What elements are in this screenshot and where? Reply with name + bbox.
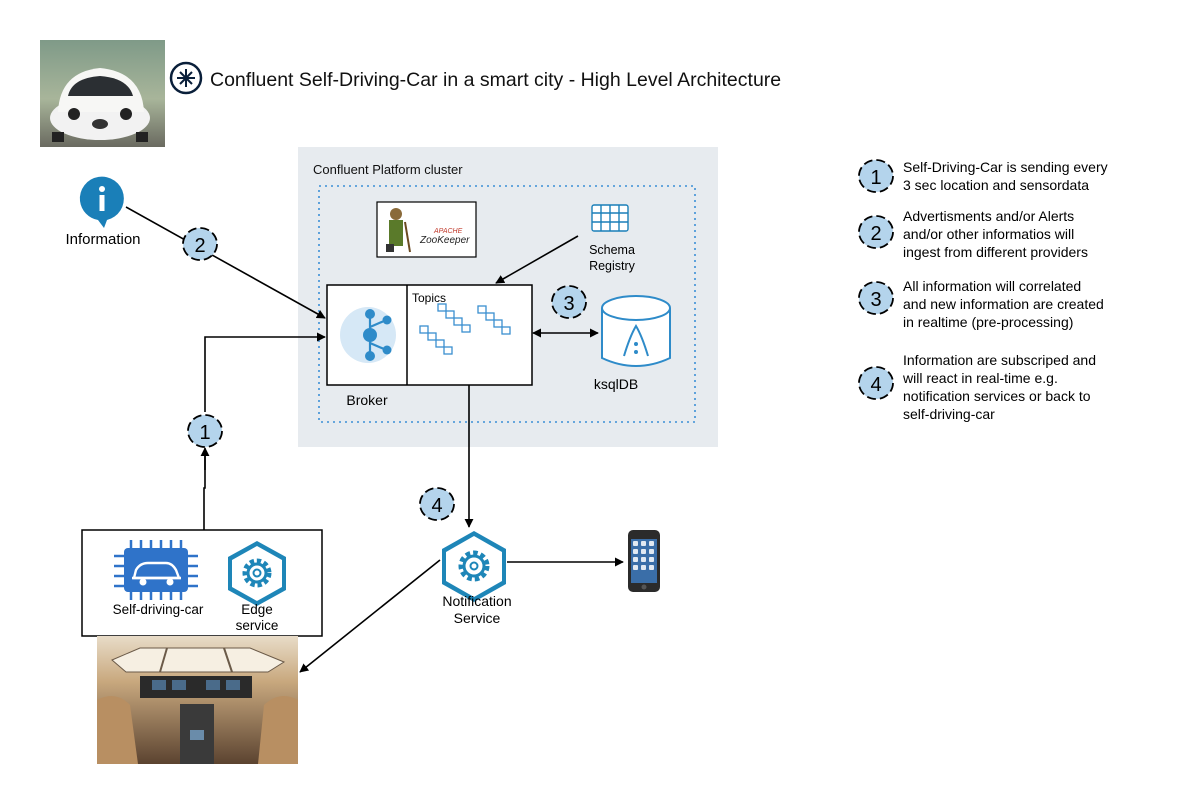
edge-gear-icon [228, 541, 286, 606]
information-source: Information [65, 176, 141, 248]
schema-registry: Schema Registry [589, 204, 636, 273]
kafka-icon [340, 307, 396, 363]
svg-text:1: 1 [199, 422, 210, 444]
svg-text:3: 3 [563, 293, 574, 315]
page-title: Confluent Self-Driving-Car in a smart ci… [210, 69, 781, 91]
legend-2-line-3: ingest from different providers [903, 244, 1088, 260]
ksqldb-label: ksqlDB [594, 376, 638, 392]
car-photo [40, 40, 165, 147]
legend-1-line-1: Self-Driving-Car is sending every [903, 159, 1108, 175]
legend: 1 Self-Driving-Car is sending every 3 se… [858, 159, 1108, 422]
notification-service: Notification Service [442, 531, 512, 626]
information-label: Information [65, 231, 140, 248]
topic-partitions-icon [419, 303, 511, 355]
car-edge-box: Self-driving-car Edge service [81, 529, 323, 637]
legend-4-line-4: self-driving-car [903, 406, 995, 422]
cockpit-photo [97, 636, 298, 764]
database-cylinder-icon [601, 295, 671, 367]
zookeeper-logo: APACHE ZooKeeper [376, 201, 477, 258]
legend-4-line-1: Information are subscriped and [903, 352, 1096, 368]
svg-text:4: 4 [870, 374, 881, 396]
schema-registry-line2: Registry [589, 259, 636, 273]
arrow-information-to-broker [125, 206, 326, 319]
arrow-schema-to-topics [495, 235, 579, 284]
car-label: Self-driving-car [113, 602, 204, 617]
edge-label-line1: Edge [241, 602, 273, 617]
cluster-label: Confluent Platform cluster [313, 162, 463, 177]
broker-box: Topics Broker [326, 284, 533, 408]
badge-4: 4 [419, 487, 455, 521]
schema-registry-line1: Schema [589, 243, 635, 257]
legend-3-line-2: and new information are created [903, 296, 1104, 312]
arrow-notification-to-cockpit [299, 559, 441, 673]
legend-item-3: 3 All information will correlated and ne… [858, 278, 1104, 330]
legend-2-line-2: and/or other informatios will [903, 226, 1074, 242]
notification-gear-icon [442, 531, 506, 602]
zookeeper-brand: APACHE [433, 228, 463, 235]
legend-item-4: 4 Information are subscriped and will re… [858, 352, 1096, 422]
ksqldb: ksqlDB [594, 295, 671, 392]
legend-3-line-3: in realtime (pre-processing) [903, 314, 1073, 330]
notification-line1: Notification [442, 593, 511, 609]
legend-4-line-2: will react in real-time e.g. [902, 370, 1058, 386]
legend-4-line-3: notification services or back to [903, 388, 1091, 404]
svg-text:2: 2 [194, 235, 205, 257]
confluent-logo [169, 61, 203, 95]
car-chip-icon [114, 540, 198, 600]
table-grid-icon [591, 204, 629, 232]
topics-label: Topics [412, 291, 446, 305]
info-icon [79, 176, 124, 228]
legend-2-line-1: Advertisments and/or Alerts [903, 208, 1074, 224]
badge-1: 1 [187, 414, 223, 448]
legend-3-line-1: All information will correlated [903, 278, 1081, 294]
svg-text:4: 4 [431, 495, 442, 517]
svg-text:1: 1 [870, 167, 881, 189]
smartphone-icon [628, 530, 660, 592]
edge-label-line2: service [236, 618, 279, 633]
connectors [125, 206, 624, 673]
broker-label: Broker [346, 392, 388, 408]
svg-text:3: 3 [870, 289, 881, 311]
badge-3: 3 [551, 285, 587, 319]
svg-text:2: 2 [870, 223, 881, 245]
arrow-badge1-to-broker [204, 332, 326, 412]
legend-1-line-2: 3 sec location and sensordata [903, 177, 1089, 193]
badge-2: 2 [182, 227, 218, 261]
legend-item-1: 1 Self-Driving-Car is sending every 3 se… [858, 159, 1108, 193]
notification-line2: Service [454, 610, 501, 626]
zookeeper-name: ZooKeeper [419, 235, 470, 246]
legend-item-2: 2 Advertisments and/or Alerts and/or oth… [858, 208, 1088, 260]
